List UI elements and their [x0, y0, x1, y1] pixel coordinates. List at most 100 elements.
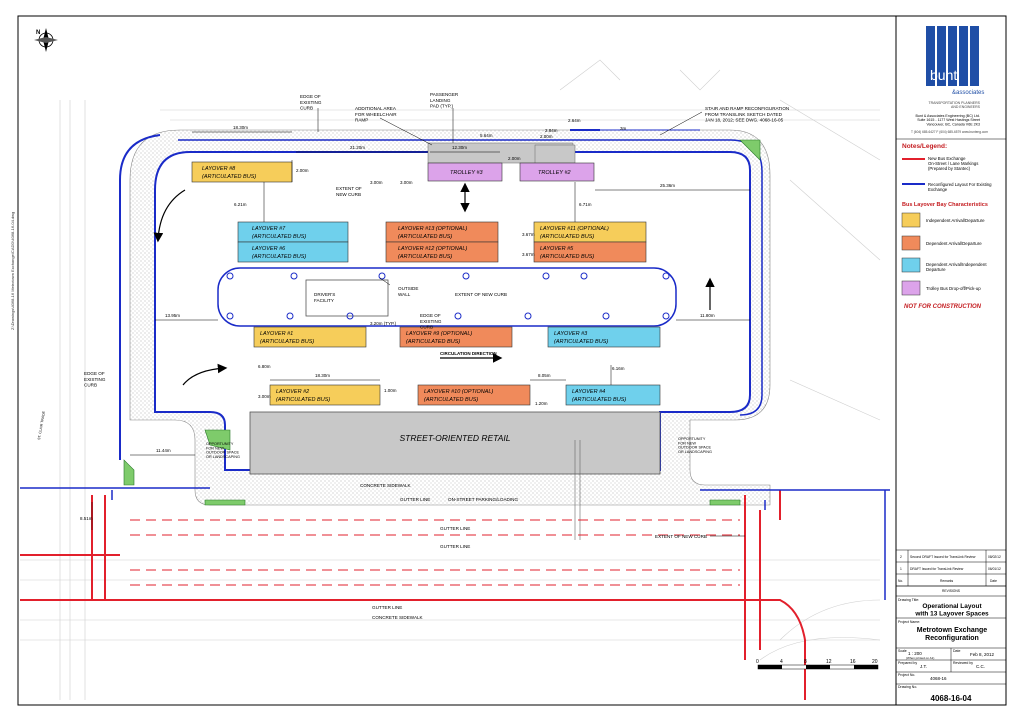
- new-exchange-markings: [20, 490, 806, 700]
- svg-text:13.95m: 13.95m: [165, 313, 180, 318]
- svg-text:No.: No.: [898, 579, 903, 583]
- svg-text:3.67m: 3.67m: [522, 252, 535, 257]
- svg-text:20: 20: [872, 659, 878, 665]
- lane-dashes: [130, 519, 740, 586]
- legend-swatch-dep-arrival: [901, 257, 921, 273]
- gutter-line-4-label: GUTTER LINE: [372, 605, 402, 610]
- retail-building: [249, 411, 661, 475]
- svg-text:LAYOVER #13 (OPTIONAL): LAYOVER #13 (OPTIONAL): [398, 226, 467, 232]
- north-arrow-icon: N: [34, 28, 58, 52]
- svg-text:Scale: Scale: [898, 649, 907, 653]
- island-bollards: [226, 272, 670, 320]
- svg-text:Date: Date: [990, 579, 997, 583]
- revisions-text: 2 Second DRAFT Issued for TransLink Revi…: [898, 555, 1001, 593]
- concrete-sidewalk-label: CONCRETE SIDEWALK: [360, 483, 412, 488]
- svg-text:(ARTICULATED BUS): (ARTICULATED BUS): [540, 234, 594, 240]
- drivers-facility-label: DRIVER'S: [314, 292, 335, 297]
- svg-text:LAYOVER #7: LAYOVER #7: [252, 226, 286, 232]
- svg-text:Drawing Title:: Drawing Title:: [898, 598, 919, 602]
- gutter-line-3-label: GUTTER LINE: [440, 544, 470, 549]
- title-block-grid: [896, 595, 1006, 685]
- bay-layover-7: LAYOVER #7 (ARTICULATED BUS): [237, 221, 349, 243]
- svg-text:2.00m: 2.00m: [540, 134, 553, 139]
- svg-text:GUTTER LINE: GUTTER LINE: [372, 605, 402, 610]
- svg-text:Drawing No.: Drawing No.: [898, 685, 917, 689]
- svg-text:2: 2: [900, 555, 902, 559]
- svg-text:6.80m: 6.80m: [258, 364, 271, 369]
- svg-text:CONCRETE SIDEWALK: CONCRETE SIDEWALK: [360, 483, 412, 488]
- svg-text:6.21m: 6.21m: [234, 202, 247, 207]
- revisions-table: [895, 549, 1007, 587]
- landing-pad-label: PASSENGER: [430, 92, 459, 97]
- svg-text:6.71m: 6.71m: [579, 202, 592, 207]
- extent-curb-2-label: EXTENT OF NEW CURB: [455, 292, 507, 297]
- svg-text:0: 0: [756, 659, 759, 665]
- svg-text:LAYOVER #12 (OPTIONAL): LAYOVER #12 (OPTIONAL): [398, 246, 467, 252]
- svg-text:4: 4: [780, 659, 783, 665]
- svg-text:(ARTICULATED BUS): (ARTICULATED BUS): [276, 397, 330, 403]
- blue-road-lines: [20, 487, 890, 600]
- legend-item-3: Trolley Bus Drop-off/Pick-up: [926, 286, 981, 291]
- not-for-construction: NOT FOR CONSTRUCTION: [904, 304, 982, 310]
- svg-text:(ARTICULATED BUS): (ARTICULATED BUS): [252, 234, 306, 240]
- circulation-label: CIRCULATION DIRECTION: [440, 351, 497, 356]
- svg-text:Reviewed by: Reviewed by: [953, 661, 973, 665]
- edge-curb-top-label: EDGE OF: [300, 94, 321, 99]
- bay-layover-2: LAYOVER #2 (ARTICULATED BUS): [269, 384, 381, 406]
- circulation-arrows: [153, 182, 715, 386]
- company-contact: T (604) 685-6427 F (604) 685-6579 www.bu…: [911, 130, 988, 134]
- svg-text:6.16m: 6.16m: [612, 366, 625, 371]
- svg-text:LAYOVER #6: LAYOVER #6: [252, 246, 286, 252]
- svg-text:ST. CLAIR TRADE: ST. CLAIR TRADE: [37, 410, 46, 440]
- svg-text:EXTENT OF NEW CURB: EXTENT OF NEW CURB: [655, 534, 707, 539]
- callout-leaders: [317, 108, 745, 537]
- svg-text:3.00m: 3.00m: [258, 394, 271, 399]
- legend-title: Notes/Legend:: [902, 143, 947, 150]
- bay-trolley-2: TROLLEY #2: [519, 162, 595, 182]
- svg-text:Feb 8, 2012: Feb 8, 2012: [970, 652, 995, 657]
- reconfigured-left-line: [119, 134, 161, 460]
- svg-text:(ARTICULATED BUS): (ARTICULATED BUS): [406, 339, 460, 345]
- opportunity-left-label: OPPORTUNITY: [206, 442, 234, 446]
- svg-text:(ARTICULATED BUS): (ARTICULATED BUS): [572, 397, 626, 403]
- svg-text:Project No.: Project No.: [898, 673, 915, 677]
- on-street-label: ON-STREET PARKING/LOADING: [448, 497, 518, 502]
- svg-text:(ARTICULATED BUS): (ARTICULATED BUS): [398, 234, 452, 240]
- svg-text:Date: Date: [953, 649, 960, 653]
- legend-swatch-dependent: [901, 235, 921, 251]
- landing-pad-2: [534, 144, 576, 164]
- drivers-facility-box: [305, 279, 389, 317]
- extent-curb-1-label: EXTENT OF: [336, 186, 362, 191]
- opportunity-right-label: OPPORTUNITY: [678, 437, 706, 441]
- svg-text:2.00m: 2.00m: [296, 168, 309, 173]
- outside-wall-label: OUTSIDE: [398, 286, 418, 291]
- svg-text:(When printed on A1): (When printed on A1): [906, 656, 934, 660]
- svg-text:(ARTICULATED BUS): (ARTICULATED BUS): [540, 254, 594, 260]
- svg-text:08/02/12: 08/02/12: [988, 555, 1001, 559]
- bay-layover-9: LAYOVER #9 (OPTIONAL) (ARTICULATED BUS): [399, 326, 513, 348]
- dimension-labels: 18.30m 21.20m 12.30m 5.64m 2.00m 2.00m 2…: [80, 118, 715, 521]
- svg-text:(ARTICULATED BUS): (ARTICULATED BUS): [424, 397, 478, 403]
- center-island: [217, 267, 677, 327]
- title-block-values: 1 : 200 Feb 8, 2012 J.T. C.C. 4068-16: [908, 651, 995, 681]
- logo-word: bunt: [930, 67, 957, 83]
- svg-text:EXTENT OF NEW CURB: EXTENT OF NEW CURB: [455, 292, 507, 297]
- concrete-sidewalk-2-label: CONCRETE SIDEWALK: [372, 615, 424, 620]
- svg-text:1 : 200: 1 : 200: [908, 651, 922, 656]
- sheet-border: [17, 15, 1007, 706]
- stair-ramp-label: STAIR AND RAMP RECONFIGURATION: [705, 106, 789, 111]
- svg-text:3.20m (TYP.): 3.20m (TYP.): [370, 321, 397, 326]
- company-address: Bunt & Associates Engineering (BC) Ltd.S…: [915, 114, 980, 126]
- svg-text:12.30m: 12.30m: [452, 145, 467, 150]
